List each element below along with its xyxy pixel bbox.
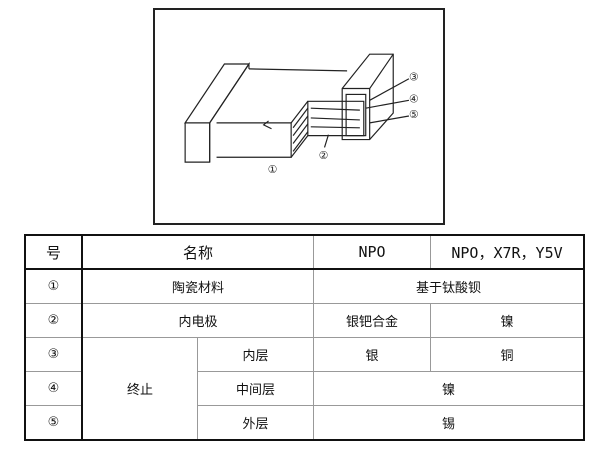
row-no: ② [24,303,83,338]
row-name: 陶瓷材料 [81,268,314,304]
row-no: ⑤ [24,405,83,441]
row-name: 内电极 [81,303,314,338]
material-table: 号 名称 NPO NPO，X7R，Y5V ① 陶瓷材料 基于钛酸钡 ② 内电极 … [24,234,585,441]
table-row: ① 陶瓷材料 基于钛酸钡 [24,268,585,304]
row-value: 基于钛酸钡 [313,268,585,304]
label-2: ② [319,149,329,162]
row-sub: 中间层 [197,371,314,406]
table-row: ③ 终止 内层 银 铜 [24,337,585,441]
row-other: 铜 [430,337,585,372]
row-no: ④ [24,371,83,406]
row-no: ③ [24,337,83,372]
label-4: ④ [409,92,419,105]
header-name: 名称 [81,234,314,270]
capacitor-structure-diagram: ① ② ③ ④ ⑤ [153,8,445,225]
row-sub: 外层 [197,405,314,441]
row-npo: 银钯合金 [313,303,431,338]
row-value: 锡 [313,405,585,441]
table-row: ② 内电极 银钯合金 镍 [24,303,585,338]
mlcc-cutaway-drawing: ① ② ③ ④ ⑤ [184,53,419,176]
label-3: ③ [409,71,419,84]
row-other: 镍 [430,303,585,338]
label-5: ⑤ [409,108,419,121]
table-header: 号 名称 NPO NPO，X7R，Y5V [24,234,585,270]
header-npo: NPO [313,234,431,270]
header-npo-x7r-y5v: NPO，X7R，Y5V [430,234,585,270]
row-npo: 银 [313,337,431,372]
table-row: ④ 中间层 镍 [24,371,585,406]
header-no: 号 [24,234,83,270]
table-row: ⑤ 外层 锡 [24,405,585,441]
termination-group: 终止 [81,337,198,441]
row-value: 镍 [313,371,585,406]
row-sub: 内层 [197,337,314,372]
row-no: ① [24,268,83,304]
label-1: ① [268,163,278,176]
